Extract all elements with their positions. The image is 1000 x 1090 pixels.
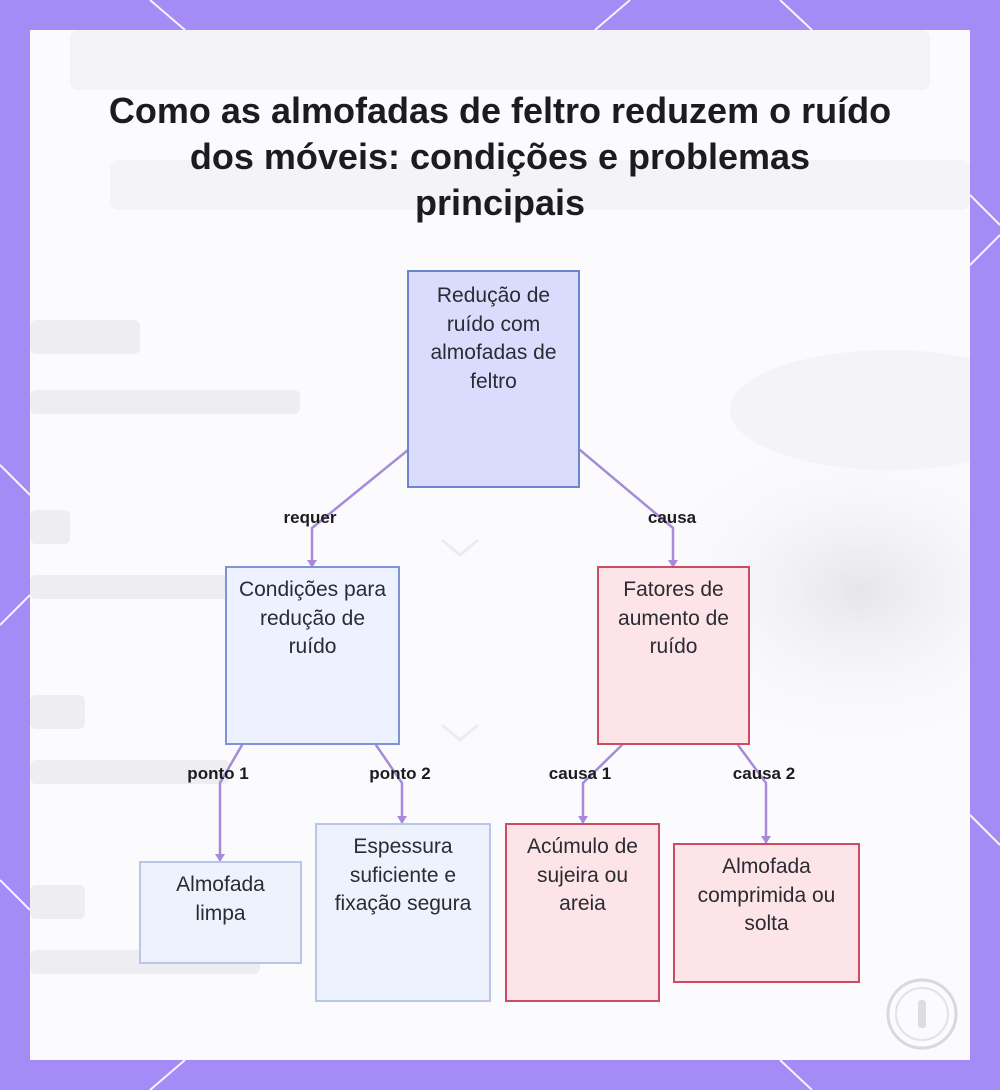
node-clean-pad: Almofada limpa [139,861,302,964]
diagram-card: Como as almofadas de feltro reduzem o ru… [30,30,970,1060]
edge-label-point2: ponto 2 [369,764,431,783]
arrow-point1 [215,854,225,862]
node-compressed-pad: Almofada comprimida ou solta [673,843,860,983]
watermark-badge-icon [886,978,958,1050]
edge-requires [310,448,410,568]
background-photo [30,30,970,974]
arrow-point2 [397,816,407,824]
arrow-causes [668,560,678,568]
node-dirt-accumulation: Acúmulo de sujeira ou areia [505,823,660,1002]
edge-point1 [218,743,244,862]
edge-causes [578,448,675,568]
edge-cause1 [581,743,624,824]
diagram-connectors [215,448,771,862]
edge-label-requires: requer [283,508,337,527]
arrow-cause2 [761,836,771,844]
edge-cause2 [736,743,768,844]
arrow-requires [307,560,317,568]
node-conditions: Condições para redução de ruído [225,566,400,745]
node-factors: Fatores de aumento de ruído [597,566,750,745]
diagram-title: Como as almofadas de feltro reduzem o ru… [108,90,892,223]
node-thickness-fixation: Espessura suficiente e fixação segura [315,823,491,1002]
edge-label-causes: causa [647,508,697,527]
edge-point2 [374,743,404,824]
node-root: Redução de ruído com almofadas de feltro [407,270,580,488]
edge-label-cause2: causa 2 [732,764,796,783]
edge-label-cause1: causa 1 [548,764,612,783]
arrow-cause1 [578,816,588,824]
edge-label-point1: ponto 1 [187,764,249,783]
